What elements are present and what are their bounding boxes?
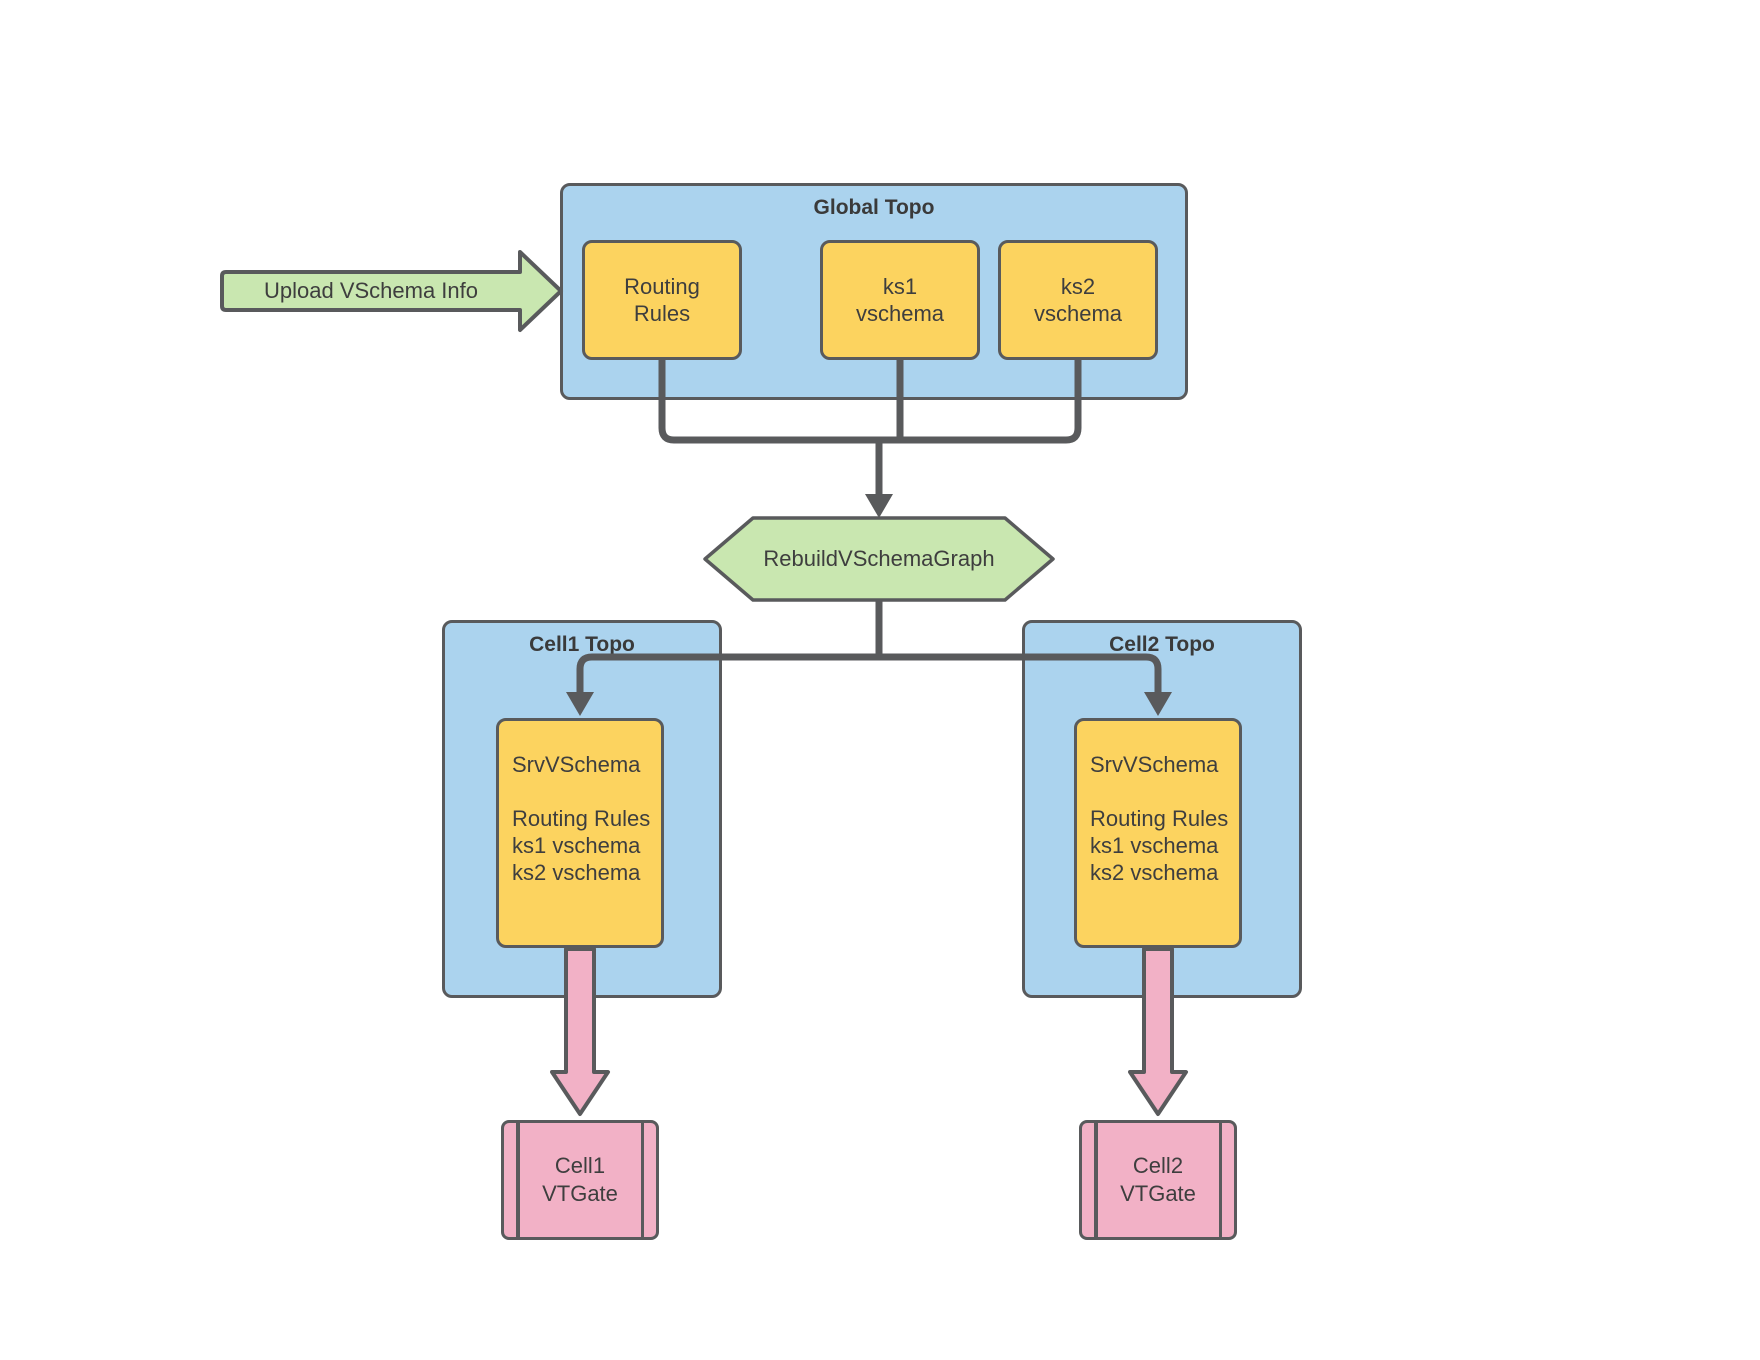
arrowhead-to-rebuild-icon xyxy=(865,494,893,518)
connector-routing-ks2-merge xyxy=(658,360,1082,444)
connector-split-to-cells xyxy=(576,653,1162,696)
upload-vschema-arrow-shape xyxy=(220,250,563,332)
pink-arrow-cell1 xyxy=(550,947,610,1116)
pink-arrow-cell2 xyxy=(1128,947,1188,1116)
rebuild-hexagon-shape xyxy=(703,516,1055,602)
cell1-srv-vschema-node: SrvVSchema Routing Rules ks1 vschema ks2… xyxy=(496,718,664,948)
cell2-srv-vschema-node: SrvVSchema Routing Rules ks1 vschema ks2… xyxy=(1074,718,1242,948)
routing-rules-node: Routing Rules xyxy=(582,240,742,360)
cell2-topo-title: Cell2 Topo xyxy=(1109,633,1215,656)
upload-vschema-arrow-label: Upload VSchema Info xyxy=(263,278,479,303)
ks1-vschema-node: ks1 vschema xyxy=(820,240,980,360)
cell1-topo-title: Cell1 Topo xyxy=(529,633,635,656)
rebuild-vschema-graph-label: RebuildVSchemaGraph xyxy=(763,546,995,571)
ks2-vschema-node: ks2 vschema xyxy=(998,240,1158,360)
global-topo-title: Global Topo xyxy=(813,196,935,219)
arrowhead-to-cell1-icon xyxy=(566,692,594,716)
cell1-vtgate-node: Cell1 VTGate xyxy=(501,1120,659,1240)
arrowhead-to-cell2-icon xyxy=(1144,692,1172,716)
cell2-vtgate-node: Cell2 VTGate xyxy=(1079,1120,1237,1240)
